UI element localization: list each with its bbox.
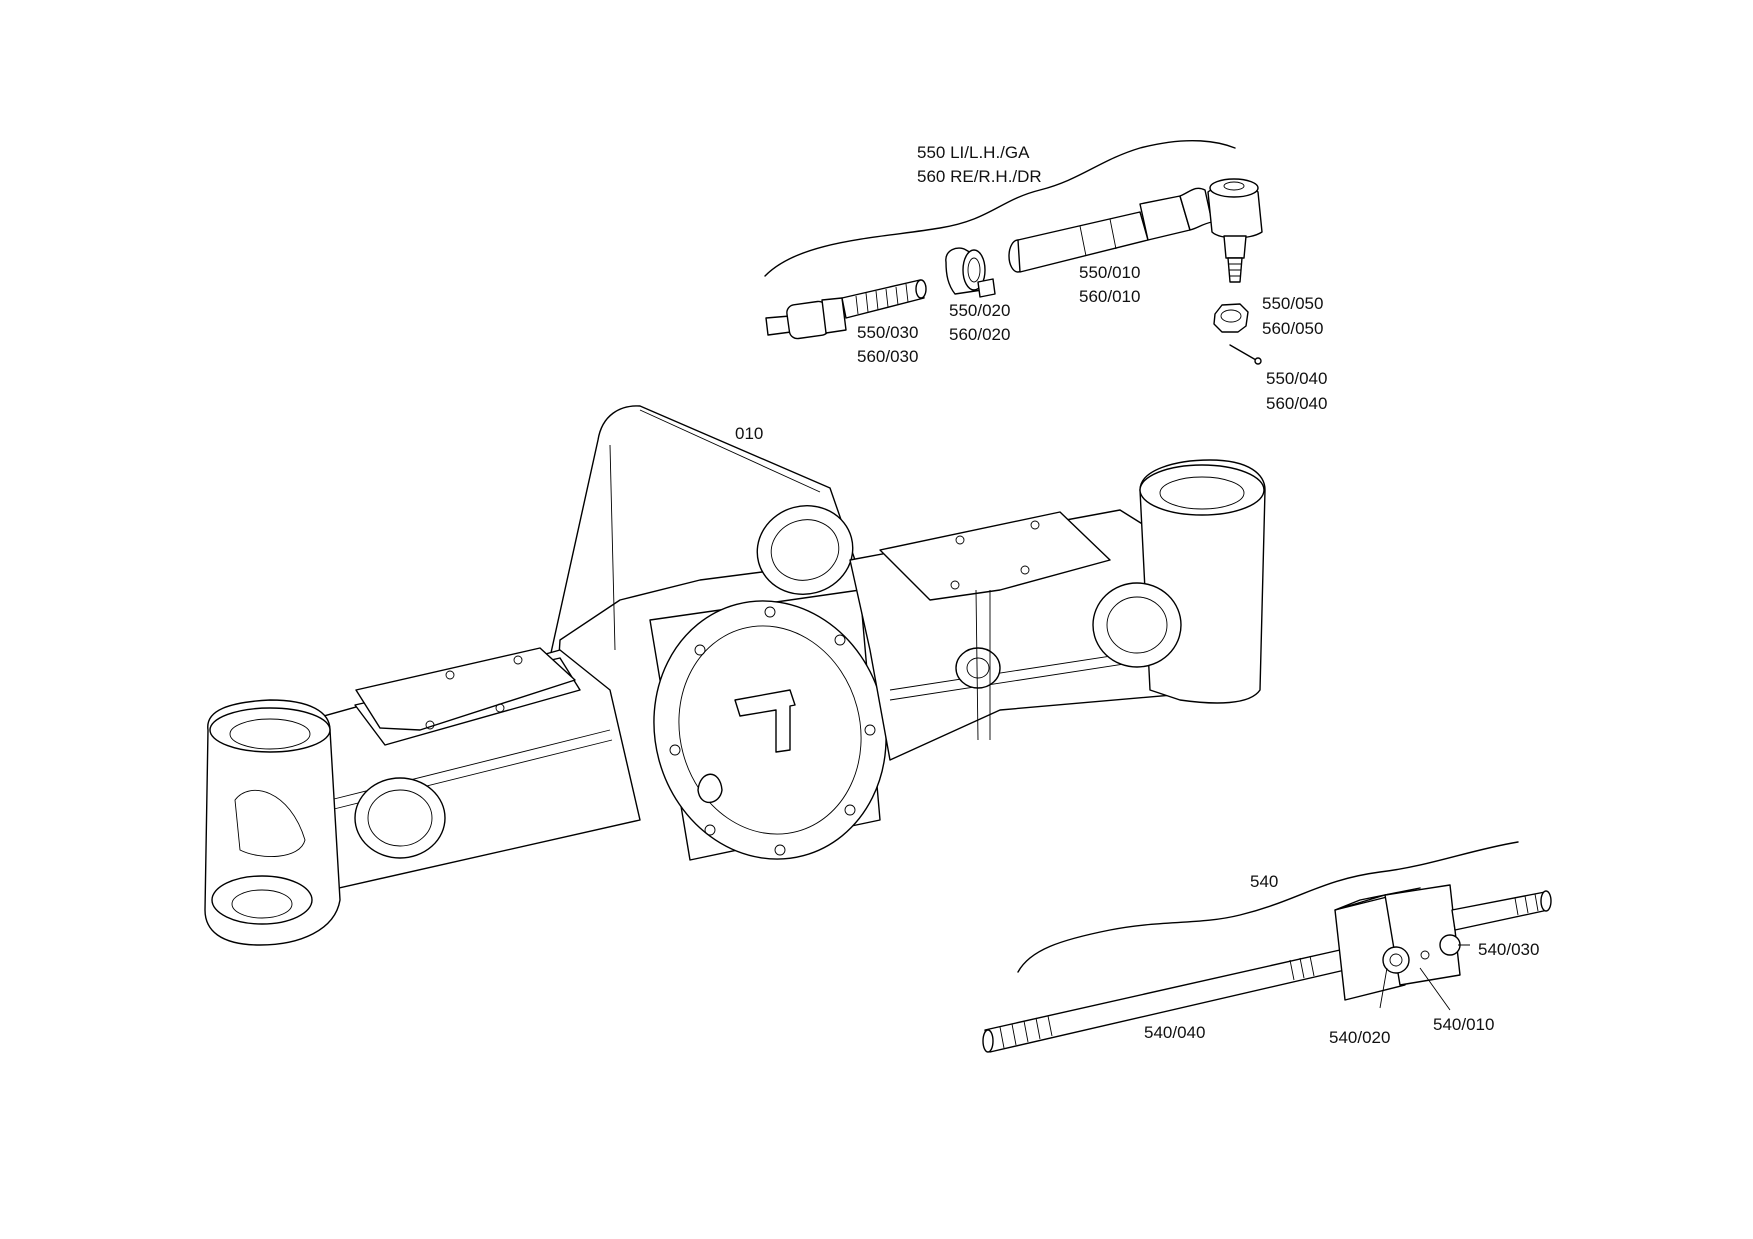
- label-560-020: 560/020: [949, 325, 1010, 344]
- label-550-040: 550/040: [1266, 369, 1327, 388]
- drive-shaft-assembly-drawing: [982, 841, 1552, 1053]
- label-550-030: 550/030: [857, 323, 918, 342]
- tie-rod-tube-icon: [1008, 187, 1213, 273]
- clamp-icon: [945, 247, 996, 298]
- label-550-020: 550/020: [949, 301, 1010, 320]
- cotter-pin-icon: [1229, 344, 1262, 365]
- label-tie-rod-left: 550 LI/L.H./GA: [917, 143, 1030, 162]
- label-560-030: 560/030: [857, 347, 918, 366]
- label-560-010: 560/010: [1079, 287, 1140, 306]
- label-560-040: 560/040: [1266, 394, 1327, 413]
- label-tie-rod-right: 560 RE/R.H./DR: [917, 167, 1042, 186]
- inner-ball-joint-icon: [765, 279, 927, 340]
- castle-nut-icon: [1213, 303, 1249, 333]
- label-540-020: 540/020: [1329, 1028, 1390, 1047]
- label-550-010: 550/010: [1079, 263, 1140, 282]
- outer-ball-joint-icon: [1207, 178, 1263, 283]
- axle-housing-drawing: [204, 405, 1266, 946]
- label-540-030: 540/030: [1478, 940, 1539, 959]
- tie-rod-assembly-drawing: [764, 139, 1263, 365]
- label-010: 010: [735, 424, 763, 443]
- label-560-050: 560/050: [1262, 319, 1323, 338]
- label-540-010: 540/010: [1433, 1015, 1494, 1034]
- label-540: 540: [1250, 872, 1278, 891]
- label-540-040: 540/040: [1144, 1023, 1205, 1042]
- part-labels: 550 LI/L.H./GA 560 RE/R.H./DR 550/030 56…: [735, 143, 1539, 1047]
- label-550-050: 550/050: [1262, 294, 1323, 313]
